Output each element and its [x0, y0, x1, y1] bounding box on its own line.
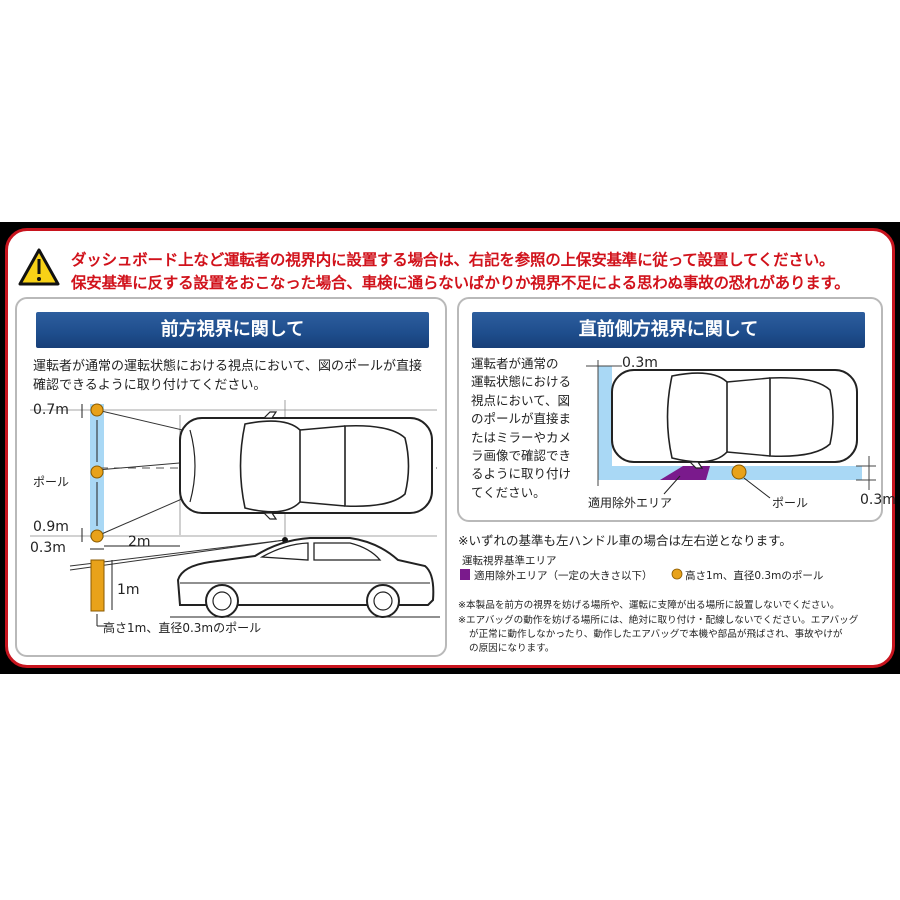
side-desc-line: 運転者が通常の	[471, 356, 559, 371]
note-2c: の原因になります。	[469, 643, 555, 654]
legend-exclusion: 適用除外エリア（一定の大きさ以下）	[474, 570, 653, 582]
front-desc-line2: 確認できるように取り付けてください。	[33, 378, 267, 393]
front-desc-line1: 運転者が通常の運転状態における視点において、図のポールが直接	[33, 359, 422, 374]
warning-triangle-icon	[18, 248, 60, 286]
exclusion-area	[660, 466, 710, 480]
note-2b: が正常に動作しなかったり、動作したエアバッグで本機や部品が飛ばされ、事故やけが	[469, 629, 843, 640]
legend-pole-swatch	[671, 568, 683, 580]
side-desc-line: のポールが直接ま	[471, 411, 572, 427]
side-desc: 運転者が通常の 運転状態における 視点において、図 のポールが直接ま たはミラー…	[471, 355, 583, 502]
side-desc-line: るように取り付け	[471, 466, 572, 482]
pole-caption: 高さ1m、直径0.3mのポール	[103, 621, 262, 635]
label-0-3m-top: 0.3m	[622, 355, 658, 371]
car-side-view	[170, 537, 440, 618]
side-desc-line: ラ画像で確認でき	[471, 448, 572, 464]
label-0-9m: 0.9m	[33, 519, 69, 535]
side-desc-line: 視点において、図	[471, 392, 571, 408]
legend-title: 運転視界基準エリア	[462, 555, 557, 567]
label-0-7m: 0.7m	[33, 402, 69, 418]
warning-line-1: ダッシュボード上など運転者の視界内に設置する場合は、右記を参照の上保安基準に従っ…	[71, 251, 835, 269]
label-pole-front: ポール	[33, 475, 70, 489]
legend-pole: 高さ1m、直径0.3mのポール	[685, 570, 824, 582]
left-hand-note: ※いずれの基準も左ハンドル車の場合は左右逆となります。	[458, 533, 792, 548]
warning-line-2: 保安基準に反する設置をおこなった場合、車検に通らないばかりか視界不足による思わぬ…	[71, 274, 850, 292]
side-view-title: 直前側方視界に関して	[472, 312, 865, 348]
note-1: ※本製品を前方の視界を妨げる場所や、運転に支障が出る場所に設置しないでください。	[458, 600, 840, 611]
side-desc-line: たはミラーやカメ	[471, 429, 572, 445]
side-sight-area	[598, 366, 862, 480]
front-view-title: 前方視界に関して	[36, 312, 429, 348]
car-top-view	[179, 411, 433, 520]
label-0-3m-front: 0.3m	[30, 540, 66, 556]
label-0-3m-right: 0.3m	[860, 492, 896, 508]
side-desc-line: てください。	[471, 484, 546, 500]
legend-exclusion-swatch	[460, 569, 470, 580]
note-2a: ※エアバッグの動作を妨げる場所には、絶対に取り付け・配線しないでください。エアバ…	[458, 615, 859, 626]
label-2m: 2m	[128, 534, 151, 550]
side-desc-line: 運転状態における	[471, 374, 572, 390]
label-exclusion-area: 適用除外エリア	[588, 496, 673, 510]
label-pole-side: ポール	[772, 496, 809, 510]
car-top-view-side	[611, 369, 858, 469]
label-1m: 1m	[117, 582, 140, 598]
